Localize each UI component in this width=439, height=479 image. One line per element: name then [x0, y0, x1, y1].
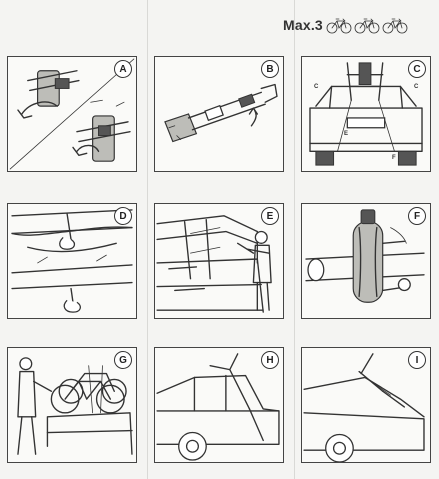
person-loading-bikes-illustration — [17, 357, 133, 455]
step-label-d: D — [114, 207, 132, 225]
rack-mounted-profile-illustration — [303, 353, 425, 462]
callout-e: E — [344, 131, 349, 137]
strap-tension-illustration — [164, 83, 278, 143]
step-panel-i: I — [301, 347, 431, 463]
step-label-g: G — [114, 351, 132, 369]
fold-line — [147, 0, 148, 479]
step-panel-g: G — [7, 347, 137, 463]
capacity-header: Max.3 — [283, 16, 414, 34]
step-label-e: E — [261, 207, 279, 225]
step-panel-f: F — [301, 203, 431, 319]
person-adjusting-rack-illustration — [156, 215, 272, 313]
step-label-f: F — [408, 207, 426, 225]
callout-c-right: C — [414, 84, 419, 90]
step-label-c: C — [408, 60, 426, 78]
callout-f: F — [392, 155, 396, 161]
step-label-b: B — [261, 60, 279, 78]
step-label-i: I — [408, 351, 426, 369]
step-panel-c: C C E F C — [301, 56, 431, 172]
strap-buckle-illustration — [9, 58, 135, 170]
step-panel-h: H — [154, 347, 284, 463]
rack-on-car-rear-illustration — [309, 62, 423, 166]
bike-icons — [326, 16, 414, 34]
bicycle-icon — [326, 18, 408, 34]
rack-profile-illustration — [156, 353, 280, 461]
callout-c-left: C — [314, 84, 319, 90]
step-label-a: A — [114, 60, 132, 78]
step-panel-d: D — [7, 203, 137, 319]
step-label-h: H — [261, 351, 279, 369]
hook-attach-illustration — [11, 209, 133, 313]
max-capacity-text: Max.3 — [283, 17, 323, 33]
step-panel-b: B — [154, 56, 284, 172]
fold-line — [294, 0, 295, 479]
step-panel-e: E — [154, 203, 284, 319]
step-panel-a: A — [7, 56, 137, 172]
bike-cradle-closeup-illustration — [305, 209, 425, 303]
